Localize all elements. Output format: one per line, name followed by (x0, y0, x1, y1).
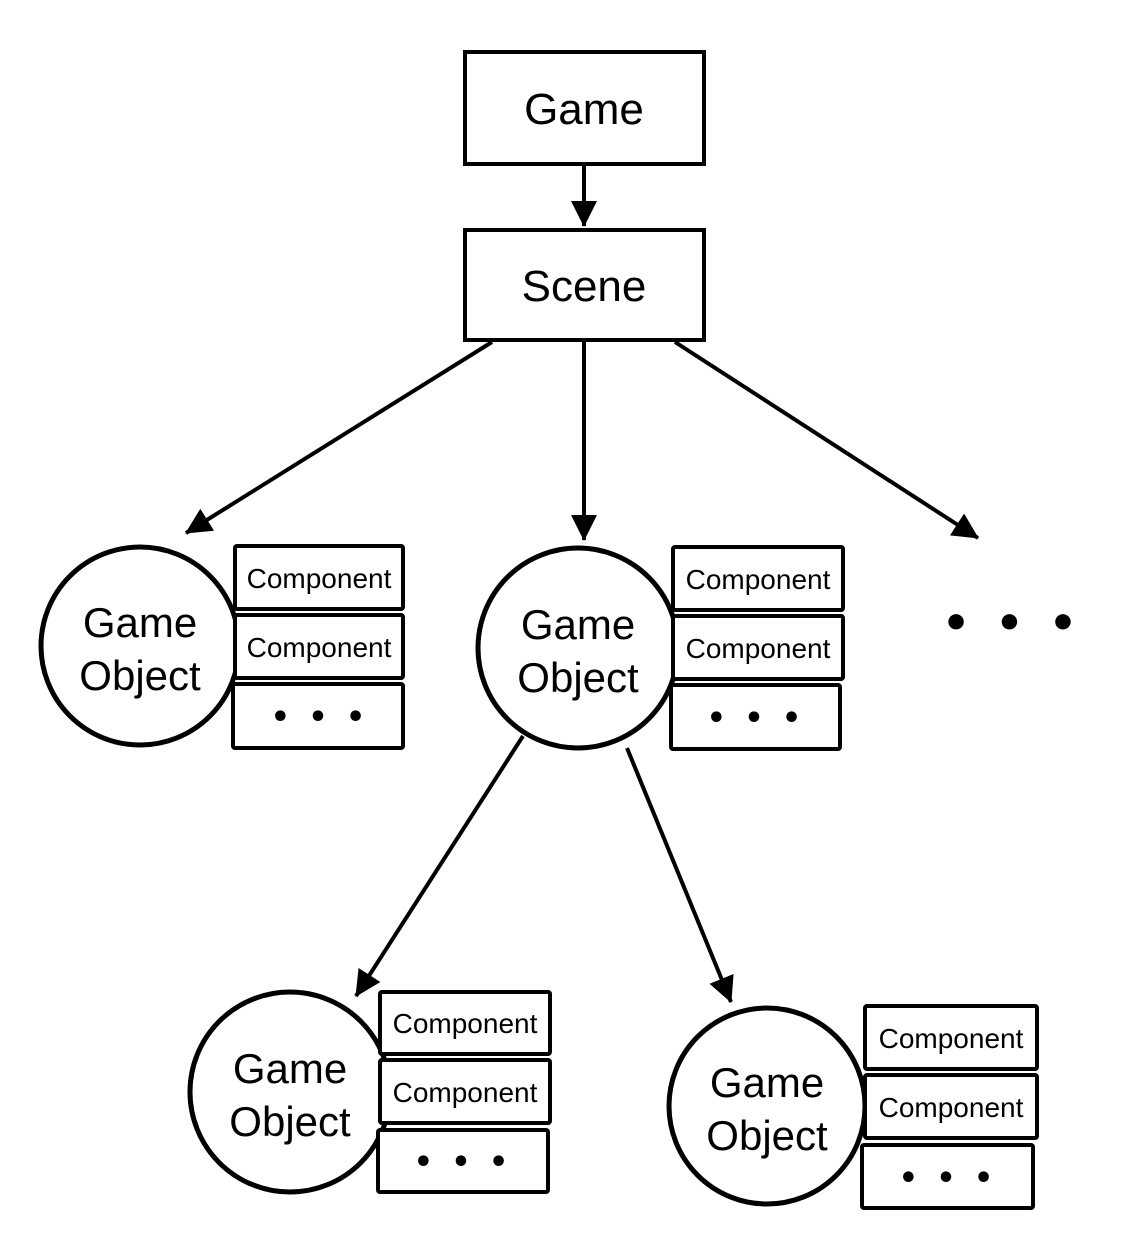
component-label: Component (686, 633, 831, 664)
component-ellipsis-label: • • • (707, 701, 805, 736)
component-label: Component (879, 1092, 1024, 1123)
component-box (863, 1073, 1039, 1140)
more-objects-ellipsis: • • • (942, 598, 1082, 649)
game-node: Game (463, 50, 706, 166)
component-ellipsis-box (376, 1128, 550, 1194)
game-object-bottom-left-circle (187, 989, 393, 1195)
component-label: Component (393, 1008, 538, 1039)
game-object-middle: Game Object (475, 545, 681, 751)
arrow-middle-object-to-bottom-left (354, 734, 525, 998)
component-ellipsis-box (231, 682, 405, 750)
game-object-left-circle (38, 544, 242, 748)
scene-node-label: Scene (522, 262, 647, 311)
game-object-bottom-left-label-line2: Object (229, 1098, 351, 1145)
component-stack-bottom-right: Component Component • • • (860, 1004, 1039, 1210)
arrow-scene-to-left-object (184, 340, 494, 535)
game-object-middle-label-line2: Object (517, 654, 639, 701)
component-ellipsis-box (669, 683, 842, 751)
component-label: Component (879, 1023, 1024, 1054)
arrow-scene-to-more-objects (673, 340, 980, 540)
component-ellipsis-label: • • • (414, 1145, 512, 1180)
game-node-box (463, 50, 706, 166)
game-object-bottom-right: Game Object (666, 1005, 868, 1207)
game-object-bottom-right-circle (666, 1005, 868, 1207)
game-object-bottom-right-label-line1: Game (710, 1059, 824, 1106)
game-object-left: Game Object (38, 544, 242, 748)
component-label: Component (393, 1077, 538, 1108)
component-stack-bottom-left: Component Component • • • (376, 990, 552, 1194)
component-box (378, 1058, 552, 1125)
game-object-middle-label-line1: Game (521, 601, 635, 648)
game-object-bottom-right-label-line2: Object (706, 1112, 828, 1159)
game-object-bottom-left-label-line1: Game (233, 1045, 347, 1092)
game-object-left-label-line1: Game (83, 599, 197, 646)
component-stack-middle: Component Component • • • (669, 545, 845, 751)
component-box (671, 614, 845, 681)
component-box (378, 990, 552, 1056)
game-object-bottom-left: Game Object (187, 989, 393, 1195)
component-box (233, 613, 405, 680)
component-label: Component (686, 564, 831, 595)
scene-node: Scene (463, 228, 706, 342)
component-stack-left: Component Component • • • (231, 544, 405, 750)
component-ellipsis-label: • • • (899, 1161, 997, 1196)
component-box (671, 545, 845, 612)
arrow-middle-object-to-bottom-right (625, 747, 734, 1003)
component-box (863, 1004, 1039, 1071)
component-label: Component (247, 632, 392, 663)
game-object-middle-circle (475, 545, 681, 751)
game-object-left-label-line2: Object (79, 652, 201, 699)
scene-node-box (463, 228, 706, 342)
component-ellipsis-box (860, 1143, 1035, 1210)
component-box (233, 544, 405, 611)
component-ellipsis-label: • • • (271, 700, 369, 735)
game-node-label: Game (524, 85, 644, 134)
component-label: Component (247, 563, 392, 594)
